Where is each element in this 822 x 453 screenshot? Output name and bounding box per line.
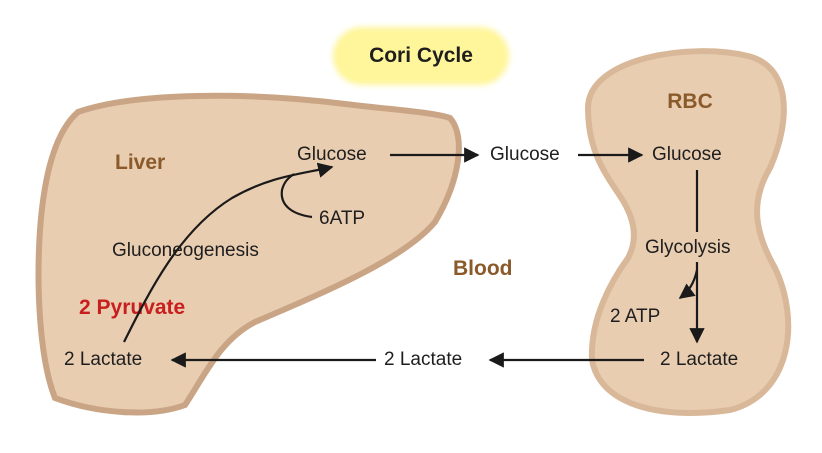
liver-glucose-label: Glucose	[297, 144, 367, 165]
pyruvate-label: 2 Pyruvate	[79, 296, 185, 319]
blood-lactate-label: 2 Lactate	[384, 349, 462, 370]
gluconeogenesis-label: Gluconeogenesis	[112, 240, 259, 261]
liver-shape	[35, 92, 462, 416]
liver-label: Liver	[115, 151, 165, 174]
rbc-lactate-label: 2 Lactate	[660, 349, 738, 370]
title: Cori Cycle	[369, 44, 473, 67]
rbc-shape	[584, 48, 792, 416]
arrow-atp-consumption	[280, 173, 313, 219]
blood-glucose-label: Glucose	[490, 144, 560, 165]
liver-lactate-label: 2 Lactate	[64, 349, 142, 370]
blood-label: Blood	[453, 257, 512, 280]
rbc-glucose-label: Glucose	[652, 144, 722, 165]
glycolysis-label: Glycolysis	[645, 237, 731, 258]
atp-yield-label: 2 ATP	[610, 306, 660, 327]
arrow-lactate-to-glucose	[123, 162, 334, 343]
atp-cost-label: 6ATP	[319, 208, 365, 229]
rbc-label: RBC	[667, 90, 713, 113]
arrow-glycolysis-atp-branch	[678, 269, 699, 299]
title-pill-core	[338, 32, 504, 80]
